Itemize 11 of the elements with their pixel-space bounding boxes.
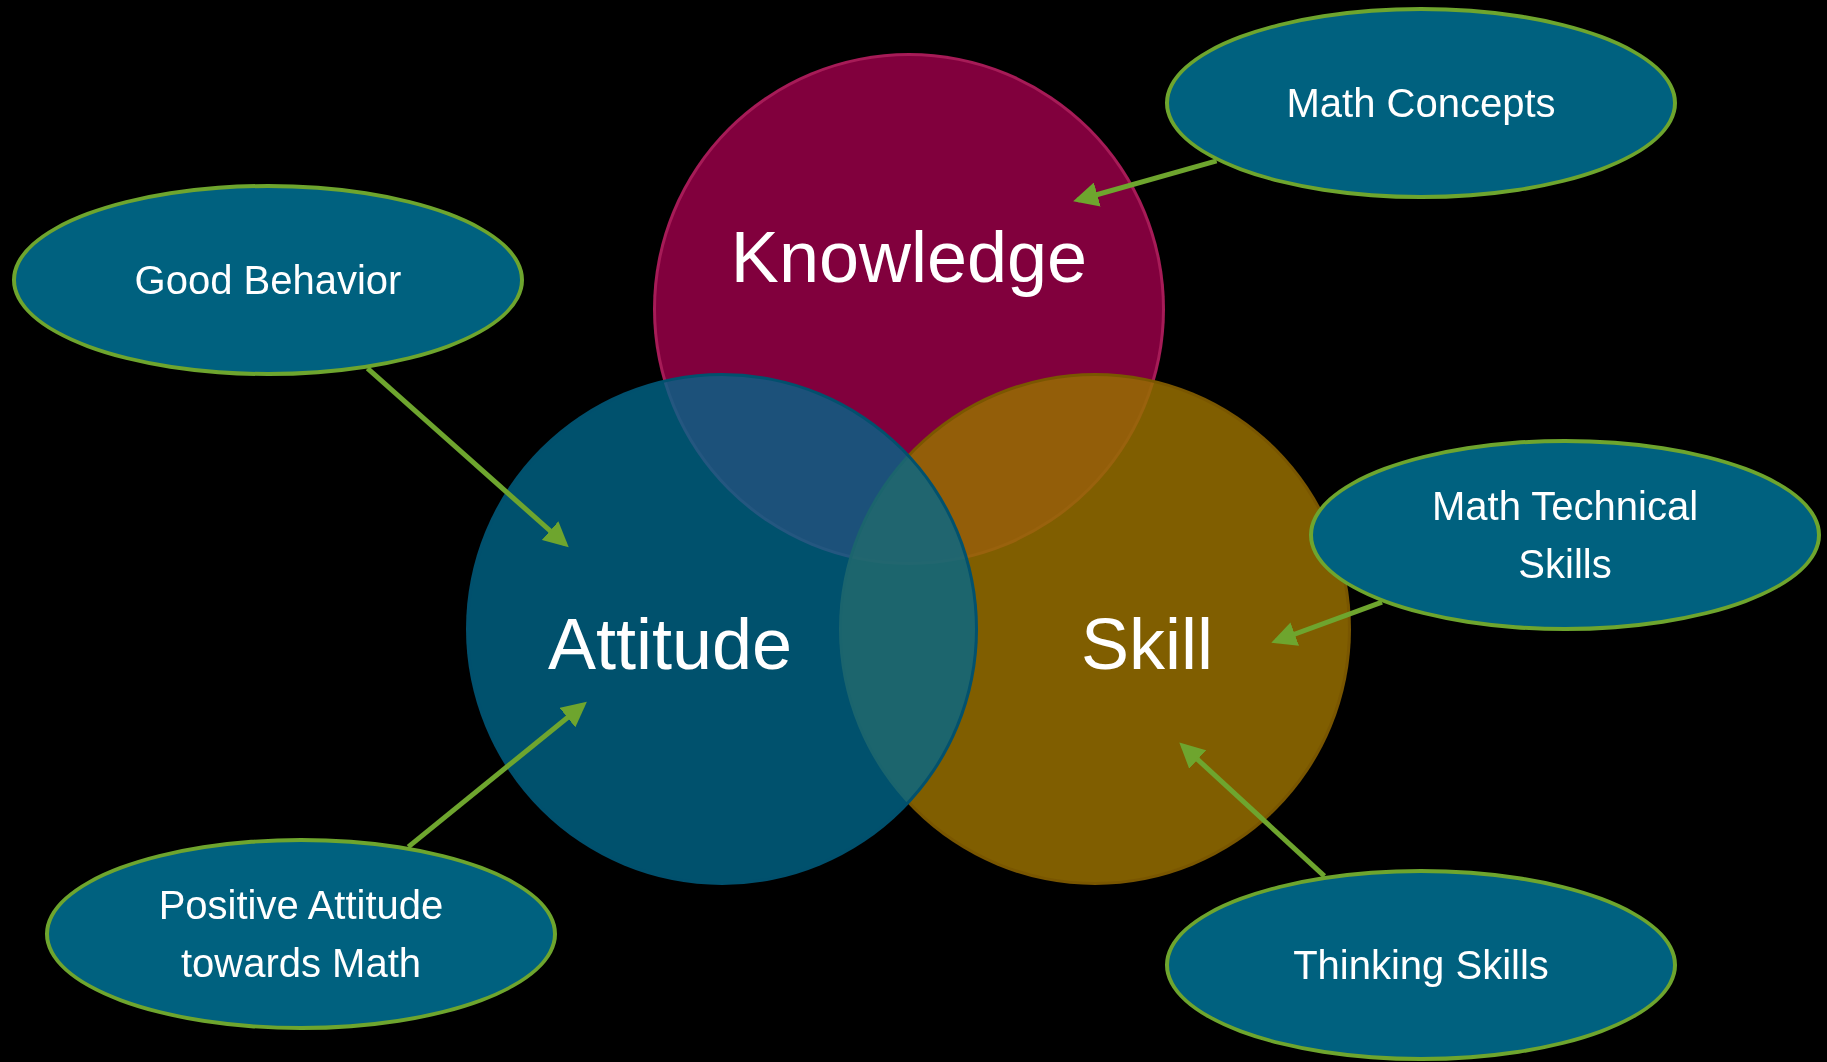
callout-arrow bbox=[1179, 742, 1327, 878]
callout-arrow bbox=[365, 366, 569, 548]
bubble-text: Good Behavior bbox=[134, 257, 402, 304]
bubble-text: Positive Attitude towards Math bbox=[157, 882, 445, 987]
circle-label: Skill bbox=[1081, 608, 1213, 680]
callout-arrow bbox=[406, 701, 587, 849]
circle-label: Attitude bbox=[547, 608, 793, 680]
bubble-text: Math Technical Skills bbox=[1430, 483, 1700, 588]
bubble-text: Thinking Skills bbox=[1293, 942, 1549, 989]
callout-arrow bbox=[1271, 599, 1383, 646]
bubble-text: Math Concepts bbox=[1286, 80, 1556, 127]
